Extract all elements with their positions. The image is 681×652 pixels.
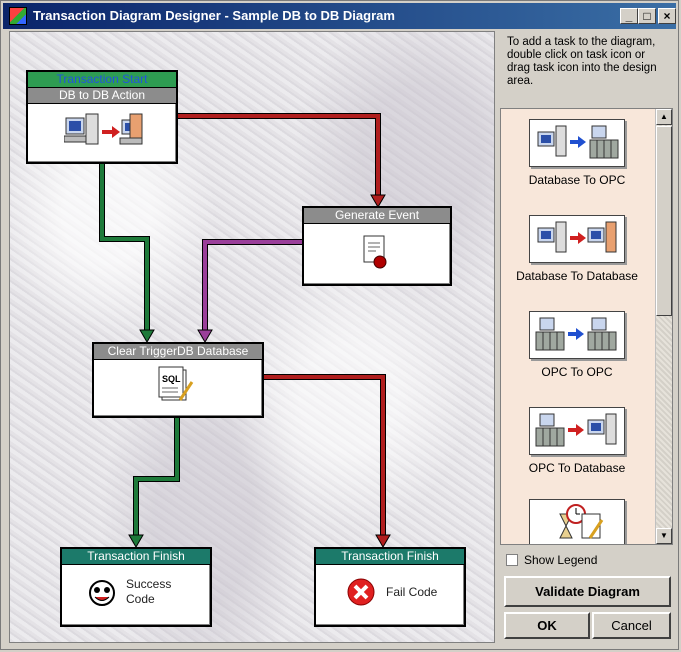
validate-diagram-button[interactable]: Validate Diagram xyxy=(504,576,671,607)
app-icon xyxy=(9,7,27,25)
scroll-up-icon[interactable]: ▲ xyxy=(656,109,672,125)
node-transaction-start[interactable]: Transaction Start DB to DB Action xyxy=(26,70,178,164)
opc-to-opc-icon xyxy=(535,317,617,351)
palette-label: Database To Database xyxy=(516,269,638,283)
node-start-subheader: DB to DB Action xyxy=(28,88,176,104)
task-palette[interactable]: Database To OPC Database To Database xyxy=(500,108,673,545)
connector-start-to-event xyxy=(178,113,381,195)
event-document-icon xyxy=(363,235,387,269)
palette-item-database-to-database[interactable]: Database To Database xyxy=(509,215,645,283)
design-area[interactable]: Transaction Start DB to DB Action Genera… xyxy=(9,31,495,643)
show-legend-checkbox[interactable] xyxy=(506,554,518,566)
node-start-header: Transaction Start xyxy=(28,72,176,88)
connection-lines xyxy=(99,113,391,548)
db-to-db-icon xyxy=(64,113,143,145)
palette-label: Database To OPC xyxy=(528,173,626,187)
connector-clear-to-fail xyxy=(262,374,386,535)
scheduled-task-icon xyxy=(559,504,604,539)
success-face-icon xyxy=(89,580,115,606)
connector-start-to-clear xyxy=(99,162,150,330)
palette-item-opc-to-opc[interactable]: OPC To OPC xyxy=(509,311,645,379)
database-to-opc-icon xyxy=(537,125,619,159)
node-success-header: Transaction Finish xyxy=(62,549,210,565)
scroll-down-icon[interactable]: ▼ xyxy=(656,528,672,544)
close-button[interactable]: × xyxy=(658,8,676,24)
palette-hint-text: To add a task to the diagram, double cli… xyxy=(507,36,657,87)
palette-item-database-to-opc[interactable]: Database To OPC xyxy=(509,119,645,187)
palette-item-scheduled-task[interactable] xyxy=(509,499,645,544)
node-event-header: Generate Event xyxy=(304,208,450,224)
title-bar[interactable]: Transaction Diagram Designer - Sample DB… xyxy=(3,3,676,29)
minimize-button[interactable]: _ xyxy=(620,8,638,24)
success-label-line2: Code xyxy=(126,592,155,606)
sql-text: SQL xyxy=(162,374,181,384)
palette-item-opc-to-database[interactable]: OPC To Database xyxy=(509,407,645,475)
node-finish-fail[interactable]: Transaction Finish Fail Code xyxy=(314,547,466,627)
palette-label: OPC To OPC xyxy=(541,365,613,379)
node-clear-header: Clear TriggerDB Database xyxy=(94,344,262,360)
sql-script-icon: SQL xyxy=(158,366,194,401)
node-generate-event[interactable]: Generate Event xyxy=(302,206,452,286)
palette-scrollbar[interactable]: ▲ ▼ xyxy=(655,109,672,544)
show-legend-label: Show Legend xyxy=(524,553,598,567)
window-title: Transaction Diagram Designer - Sample DB… xyxy=(33,8,395,23)
cancel-button[interactable]: Cancel xyxy=(592,612,671,639)
success-label-line1: Success xyxy=(126,577,172,591)
ok-button[interactable]: OK xyxy=(504,612,590,639)
scroll-thumb[interactable] xyxy=(656,126,672,316)
database-to-database-icon xyxy=(537,221,617,253)
connector-event-to-clear xyxy=(202,239,302,330)
maximize-button[interactable]: □ xyxy=(638,8,656,24)
node-clear-triggerdb[interactable]: Clear TriggerDB Database SQL xyxy=(92,342,264,418)
node-fail-header: Transaction Finish xyxy=(316,549,464,565)
node-finish-success[interactable]: Transaction Finish Success Code xyxy=(60,547,212,627)
connector-clear-to-success xyxy=(133,415,180,535)
fail-label: Fail Code xyxy=(386,585,438,599)
fail-x-icon xyxy=(347,578,375,606)
palette-label: OPC To Database xyxy=(528,461,626,475)
opc-to-database-icon xyxy=(535,413,617,447)
